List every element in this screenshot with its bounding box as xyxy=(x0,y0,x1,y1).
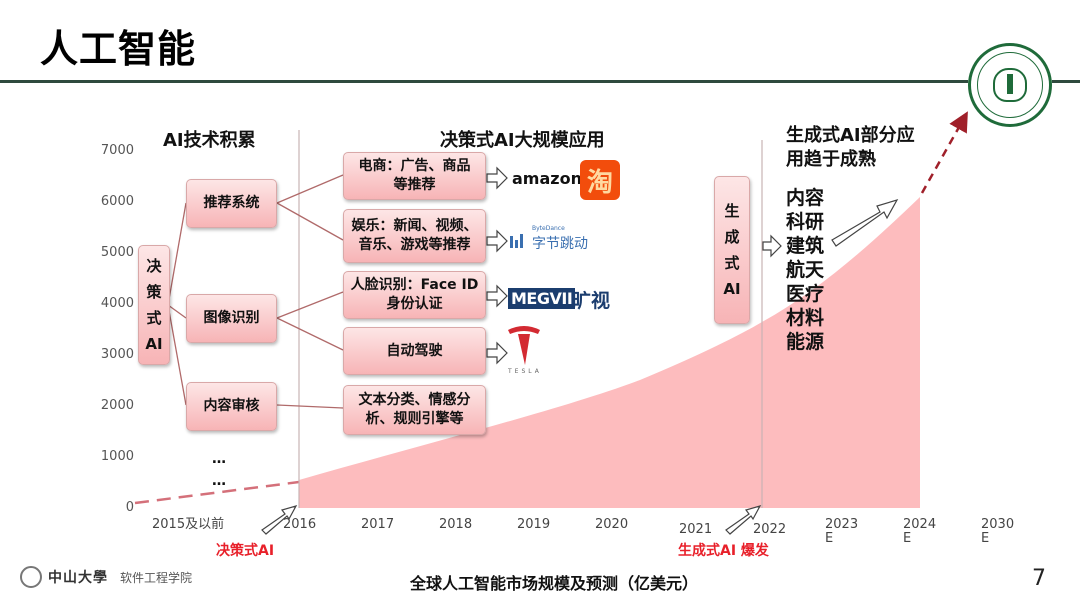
leaf-line: 人脸识别：Face ID xyxy=(350,277,479,293)
field-item: 航天 xyxy=(786,259,825,281)
footer-university-name: 中山大學 xyxy=(48,570,108,586)
leaf-line: 等推荐 xyxy=(393,177,436,193)
market-size-area xyxy=(299,197,920,508)
leaf-line: 析、规则引擎等 xyxy=(365,411,464,427)
leaf-face-recognition: 人脸识别：Face ID 身份认证 xyxy=(343,271,486,319)
university-seal-logo xyxy=(968,43,1052,127)
y-tick: 1000 xyxy=(100,449,134,464)
x-tick: 2015及以前 xyxy=(152,517,225,532)
leaf-line: 身份认证 xyxy=(386,296,443,312)
root-char: 式 xyxy=(146,309,162,327)
page-number: 7 xyxy=(1032,566,1046,591)
footer-department-name: 软件工程学院 xyxy=(120,570,193,585)
arrow-2016-marker-icon xyxy=(261,505,298,535)
amazon-logo: amazon xyxy=(512,169,582,188)
annotation-decision-ai: 决策式AI xyxy=(216,543,275,559)
y-tick: 4000 xyxy=(100,296,134,311)
early-trend-dashed-line xyxy=(134,480,300,505)
branch-content-moderation: 内容审核 xyxy=(186,382,277,431)
arrow-entertainment-icon xyxy=(486,229,508,253)
x-tick: 2020 xyxy=(595,517,629,532)
leaf-text-analysis: 文本分类、情感分 析、规则引擎等 xyxy=(343,385,486,435)
root-char: 策 xyxy=(146,283,162,301)
field-item: 内容 xyxy=(786,187,825,209)
y-tick: 5000 xyxy=(100,245,134,260)
section-title-generative-ai: 生成式AI部分应用趋于成熟 xyxy=(786,125,915,170)
root-char: AI xyxy=(145,335,163,353)
section-title-accumulation: AI技术积累 xyxy=(163,130,256,151)
tree-connectors xyxy=(167,174,344,409)
root-char: 决 xyxy=(146,257,162,275)
slide-title: 人工智能 xyxy=(40,27,197,71)
bytedance-logo-small: ByteDance xyxy=(532,225,565,232)
tesla-wordmark: TESLA xyxy=(508,368,542,375)
arrow-face-icon xyxy=(486,284,508,308)
arrow-genai-icon xyxy=(762,234,782,258)
leaf-ecommerce: 电商：广告、商品 等推荐 xyxy=(343,152,486,200)
tesla-logo-icon xyxy=(508,326,540,365)
title-divider-right xyxy=(1052,80,1080,83)
x-tick: 2016 xyxy=(283,517,317,532)
field-item: 建筑 xyxy=(786,235,825,257)
megvii-cn-logo: 旷视 xyxy=(572,290,611,312)
branch-recommendation: 推荐系统 xyxy=(186,179,277,228)
arrow-autodrive-icon xyxy=(486,341,508,365)
footer-seal-icon xyxy=(20,566,42,588)
genai-char: AI xyxy=(723,280,741,298)
leaf-line: 文本分类、情感分 xyxy=(358,392,471,408)
y-tick: 3000 xyxy=(100,347,134,362)
field-item: 能源 xyxy=(786,331,825,353)
leaf-entertainment: 娱乐：新闻、视频、 音乐、游戏等推荐 xyxy=(343,209,486,263)
genai-char: 式 xyxy=(724,254,740,272)
x-tick: 2024E xyxy=(903,517,937,546)
arrow-genai-growth-icon xyxy=(831,199,899,247)
taobao-logo: 淘 xyxy=(580,160,620,200)
y-tick: 0 xyxy=(125,500,134,515)
ellipsis-line: … xyxy=(212,473,226,489)
annotation-genai-burst: 生成式AI 爆发 xyxy=(678,543,769,559)
bytedance-logo-text: 字节跳动 xyxy=(532,236,588,252)
leaf-line: 音乐、游戏等推荐 xyxy=(358,237,471,253)
arrow-ecommerce-icon xyxy=(486,166,508,190)
generative-ai-box: 生 成 式 AI xyxy=(714,176,750,324)
footer-university-logo: 中山大學 软件工程学院 xyxy=(20,566,192,588)
leaf-line: 娱乐：新闻、视频、 xyxy=(351,218,478,234)
x-tick: 2017 xyxy=(361,517,395,532)
section-title-decision-ai: 决策式AI大规模应用 xyxy=(440,130,605,151)
x-tick: 2019 xyxy=(517,517,551,532)
ellipsis-line: … xyxy=(212,451,226,467)
hollow-arrows xyxy=(261,166,899,535)
leaf-autonomous-driving: 自动驾驶 xyxy=(343,327,486,375)
forecast-dashed-arrow xyxy=(920,111,968,194)
bytedance-logo-icon xyxy=(510,234,523,248)
branch-image-recognition: 图像识别 xyxy=(186,294,277,343)
y-tick: 7000 xyxy=(100,143,134,158)
arrow-2022-marker-icon xyxy=(725,505,762,535)
genai-char: 成 xyxy=(724,228,740,246)
tree-ellipsis: … … xyxy=(212,448,226,492)
megvii-logo: MEGVII xyxy=(508,288,576,309)
field-item: 材料 xyxy=(786,307,825,329)
generative-ai-fields-list: 内容 科研 建筑 航天 医疗 材料 能源 xyxy=(786,186,824,354)
x-tick: 2030E xyxy=(981,517,1015,546)
x-tick: 2021 xyxy=(679,522,713,537)
genai-char: 生 xyxy=(724,202,740,220)
x-tick: 2022 xyxy=(753,522,787,537)
decision-ai-root-box: 决 策 式 AI xyxy=(138,245,170,365)
title-divider xyxy=(0,80,968,83)
x-tick: 2023E xyxy=(825,517,859,546)
field-item: 科研 xyxy=(786,211,825,233)
y-tick: 6000 xyxy=(100,194,134,209)
y-tick: 2000 xyxy=(100,398,134,413)
field-item: 医疗 xyxy=(786,283,825,305)
x-tick: 2018 xyxy=(439,517,473,532)
chart-caption: 全球人工智能市场规模及预测（亿美元） xyxy=(410,574,699,593)
leaf-line: 电商：广告、商品 xyxy=(358,158,471,174)
